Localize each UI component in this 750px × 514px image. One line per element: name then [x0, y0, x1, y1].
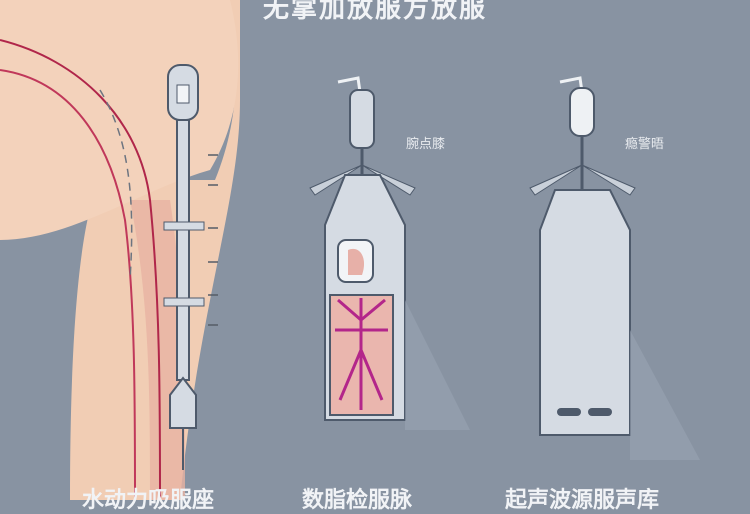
- device-caption: 数脂检服脉: [302, 488, 413, 513]
- device-caption: 起声波源服声库: [505, 488, 660, 513]
- ultrasound-device: [529, 76, 700, 460]
- tick-marks: [208, 154, 218, 326]
- blood-vessel: [0, 69, 136, 500]
- device-label: 腕点膝: [406, 137, 446, 152]
- device-caption: 水动力吸服座: [82, 488, 215, 513]
- blood-vessel: [0, 39, 161, 500]
- illustration: [0, 0, 700, 500]
- page-title: 无掌加放服方放服: [262, 0, 487, 24]
- device-label: 瘾警晤: [625, 137, 665, 152]
- detection-device: [309, 76, 470, 430]
- hydro-device: [163, 64, 205, 470]
